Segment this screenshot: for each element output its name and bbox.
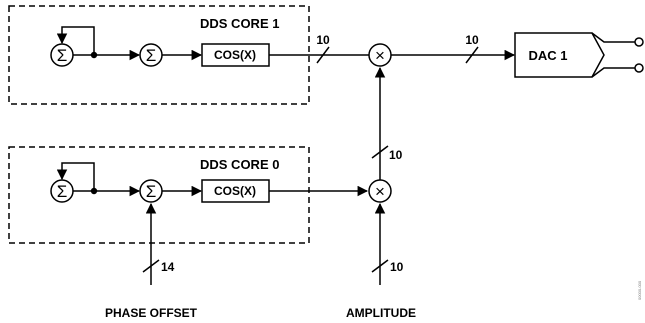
bus-width-core1-mult: 10 (316, 33, 330, 47)
cos-label-0: COS(X) (214, 184, 256, 198)
dds-core-0-title: DDS CORE 0 (200, 157, 279, 172)
figure-watermark: 00000-000 (637, 280, 642, 300)
dac-output-negative (591, 67, 635, 78)
bus-width-amplitude: 10 (390, 260, 404, 274)
bus-slash (316, 46, 330, 64)
dac-label: DAC 1 (528, 48, 567, 63)
bus-width-phase-offset: 14 (161, 260, 175, 274)
bus-slash (371, 259, 389, 273)
sum-symbol: Σ (146, 182, 157, 201)
bus-width-mult-dac: 10 (465, 33, 479, 47)
bus-slash (371, 145, 389, 159)
dac-block (514, 32, 605, 78)
mult-symbol: × (375, 182, 385, 201)
mult-symbol: × (375, 46, 385, 65)
sum-symbol: Σ (57, 182, 68, 201)
dds-core-0-box (8, 146, 310, 244)
sum-symbol: Σ (57, 46, 68, 65)
bus-width-mult0-mult1: 10 (389, 148, 403, 162)
phase-offset-label: PHASE OFFSET (105, 306, 198, 320)
sum-symbol: Σ (146, 46, 157, 65)
feedback-loop (56, 26, 95, 55)
cos-label-1: COS(X) (214, 48, 256, 62)
bus-slash (142, 259, 160, 273)
dds-core-1-title: DDS CORE 1 (200, 16, 279, 31)
dac-output-positive (591, 32, 635, 43)
bus-slash (465, 46, 479, 64)
output-terminal-positive (634, 37, 644, 47)
dds-core-1-box (8, 5, 310, 105)
output-terminal-negative (634, 63, 644, 73)
feedback-loop (56, 162, 95, 191)
amplitude-label: AMPLITUDE (346, 306, 416, 320)
